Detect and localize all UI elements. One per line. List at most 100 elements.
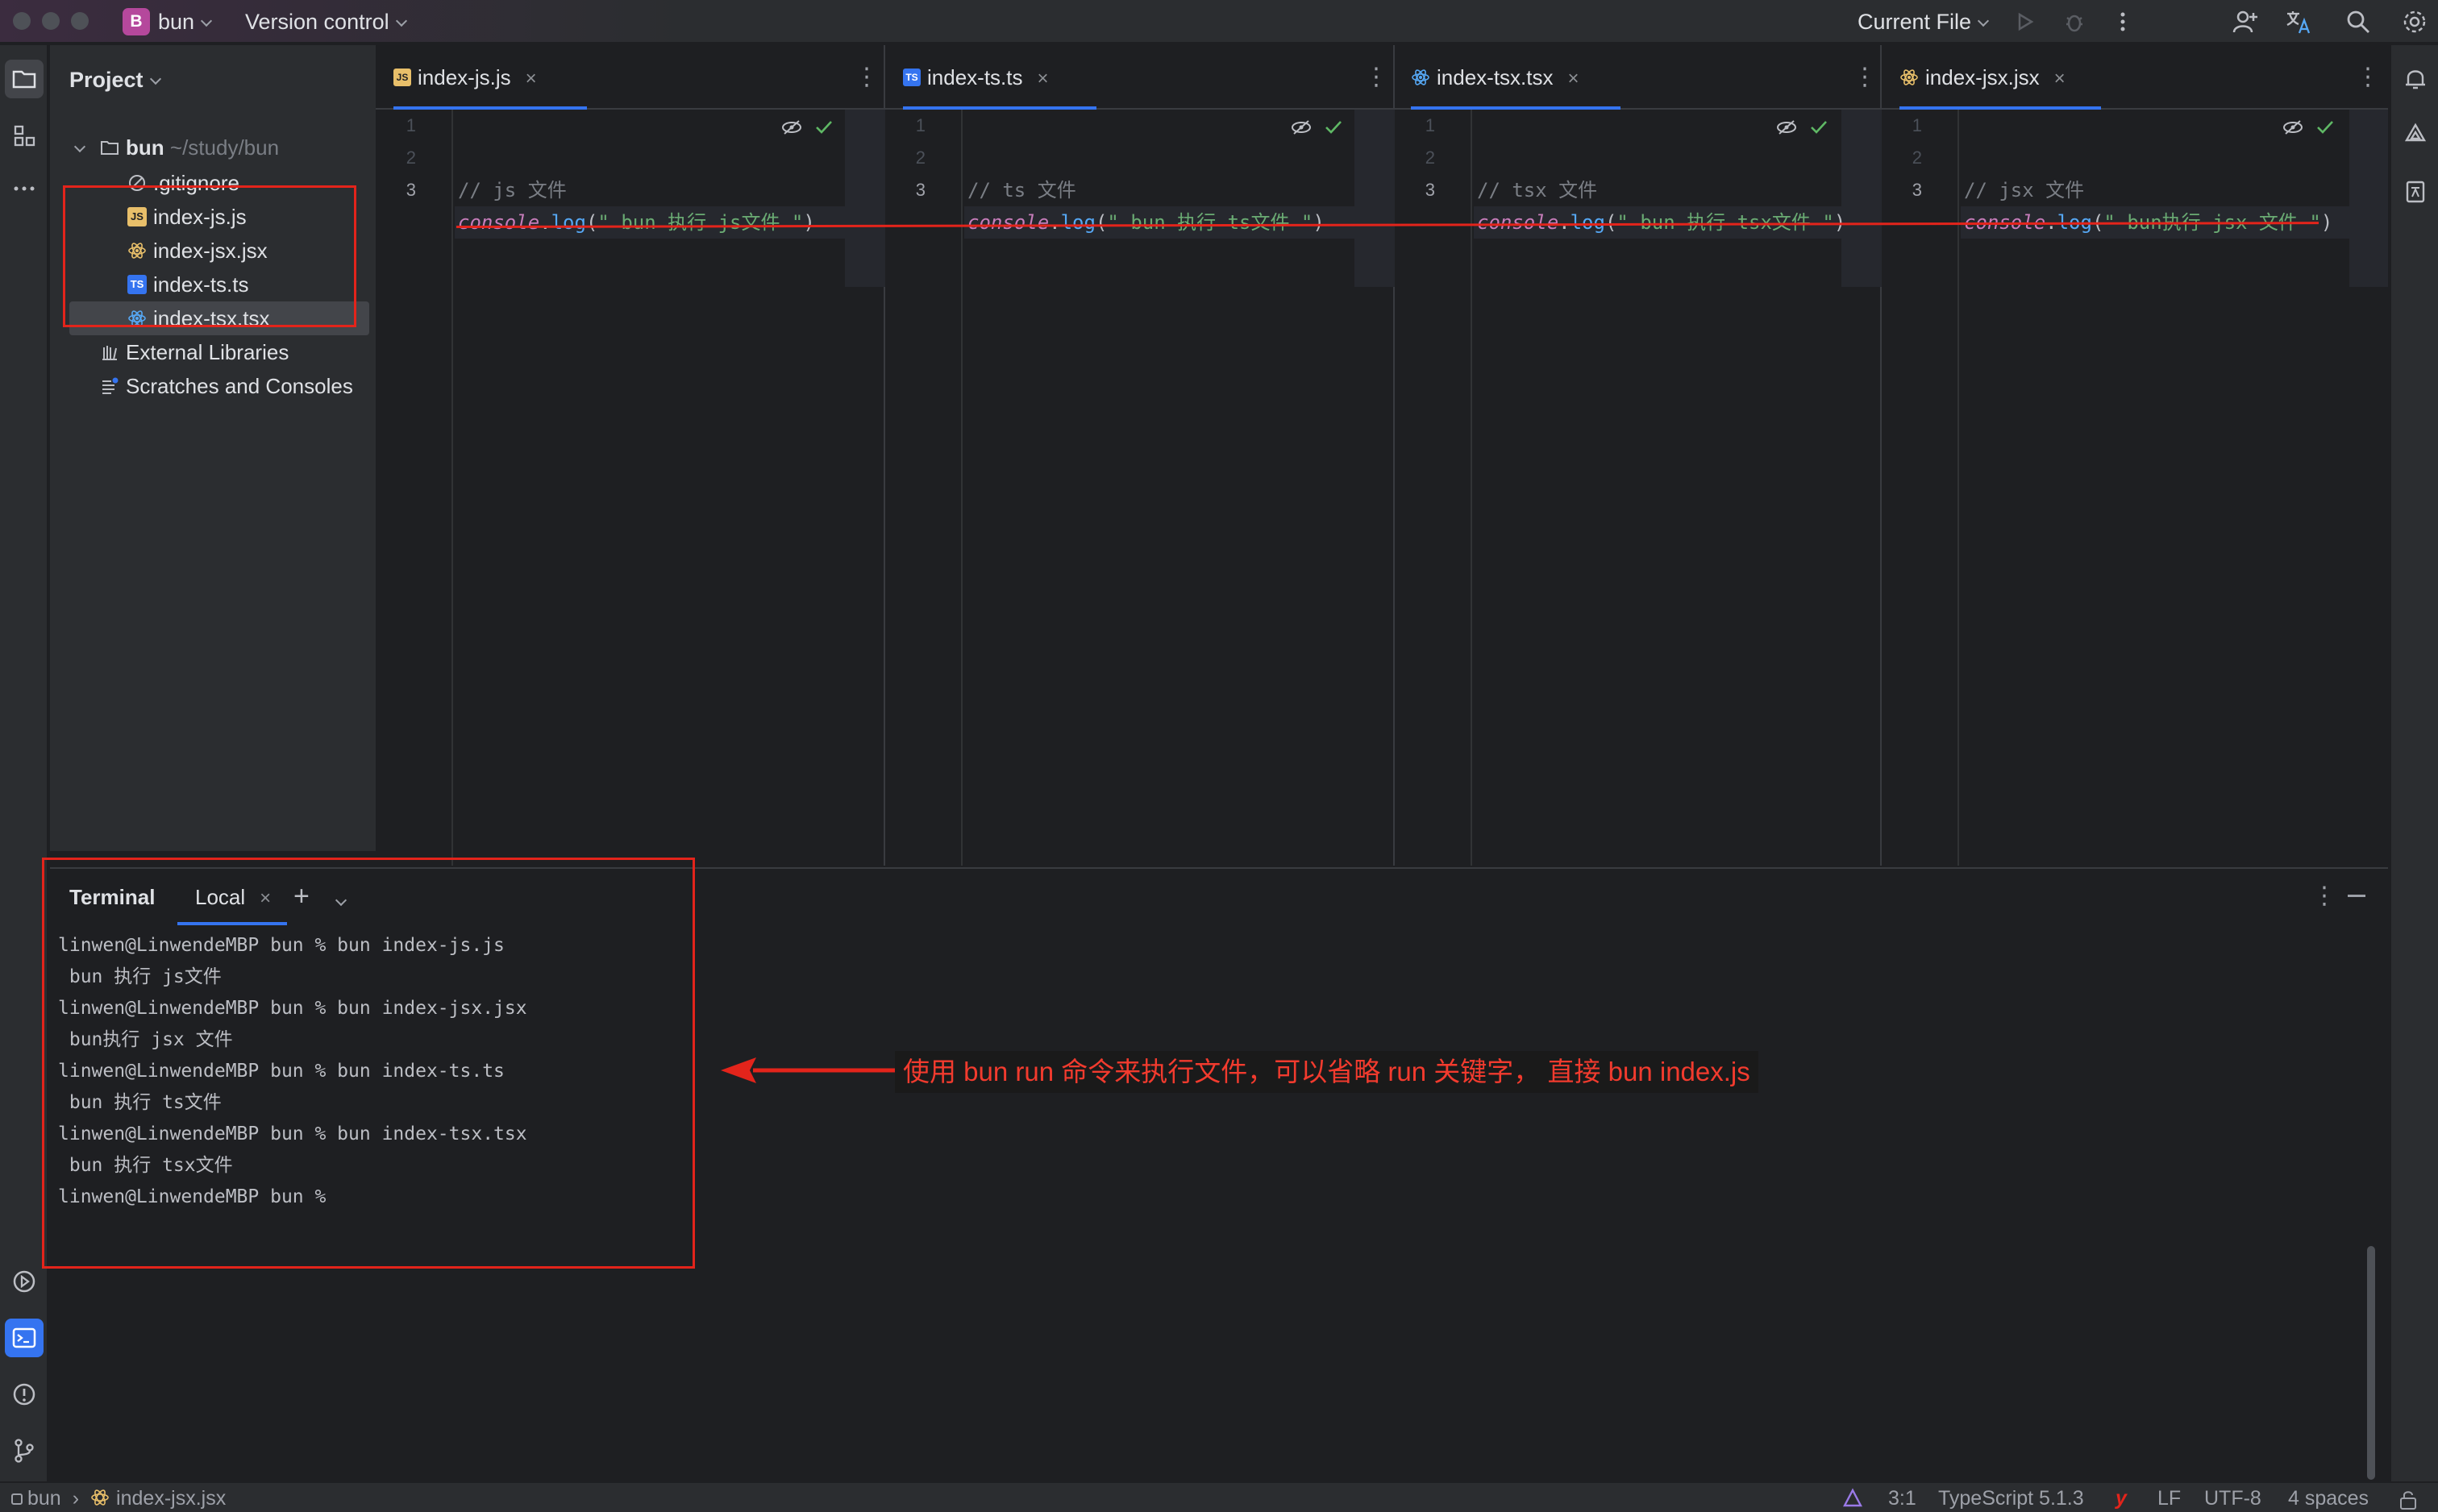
settings-gear-icon[interactable] [2401,8,2428,35]
tree-root-folder[interactable]: bun ~/study/bun [71,131,369,164]
editor-minimap[interactable] [845,110,885,287]
language-service[interactable]: TypeScript 5.1.3 [1938,1487,2084,1510]
code-line-comment: // tsx 文件 [1477,179,1598,201]
minimize-panel-icon[interactable] [2348,895,2365,897]
close-window-button[interactable] [13,12,31,30]
ai-status-icon[interactable] [1841,1488,1864,1510]
close-tab-icon[interactable]: × [525,68,537,89]
breadcrumb-separator-icon: › [72,1487,80,1510]
ai-assistant-button[interactable] [2396,116,2435,155]
add-user-icon[interactable] [2232,8,2259,35]
maximize-window-button[interactable] [71,12,89,30]
terminal-panel: Terminal Local× + ⋮ linwen@LinwendeMBP b… [50,867,2388,1481]
structure-icon [14,125,35,147]
current-line-highlight [964,206,1354,239]
minimize-window-button[interactable] [42,12,60,30]
terminal-tool-button[interactable] [5,1319,44,1357]
file-encoding[interactable]: UTF-8 [2204,1487,2261,1510]
no-problems-check-icon[interactable] [813,116,835,139]
more-horizontal-icon [14,186,35,191]
editor-tab-index-tsx[interactable]: index-tsx.tsx × [1411,45,1620,110]
line-number: 1 [915,115,926,135]
new-terminal-plus-icon[interactable]: + [293,881,310,912]
more-tools-button[interactable] [5,169,44,208]
terminal-more-icon[interactable]: ⋮ [2312,883,2336,909]
close-tab-icon[interactable]: × [2053,68,2066,89]
ts-file-icon: TS [903,69,921,87]
tree-file-index-js[interactable]: JS index-js.js [127,200,369,234]
terminal-line: bun 执行 tsx文件 [58,1155,233,1176]
run-config-selector[interactable]: Current File [1858,8,1990,35]
terminal-icon [12,1327,36,1348]
breadcrumb[interactable]: bun›index-jsx.jsx [11,1486,226,1510]
tree-scratches[interactable]: Scratches and Consoles [100,369,369,403]
editor-tab-bar [1395,45,1880,110]
version-control-menu[interactable]: Version control [245,8,407,35]
editor-tab-index-jsx[interactable]: index-jsx.jsx× [1899,45,2101,110]
notifications-button[interactable] [2396,60,2435,98]
pane-more-icon[interactable]: ⋮ [1853,63,1877,92]
structure-tool-button[interactable] [5,116,44,155]
run-icon[interactable] [2011,8,2038,35]
reader-mode-icon[interactable] [2282,116,2304,139]
translate-icon[interactable] [2285,8,2312,35]
close-tab-icon[interactable]: × [260,887,272,909]
more-actions-icon[interactable] [2109,8,2136,35]
yarn-icon[interactable]: y [2116,1487,2127,1510]
terminal-line: linwen@LinwendeMBP bun % bun index-js.js [58,935,505,956]
folder-icon [12,70,36,89]
tree-file-index-jsx[interactable]: index-jsx.jsx [127,234,369,268]
highlight-box-files [63,185,356,327]
reader-mode-icon[interactable] [1290,116,1313,139]
editor-minimap[interactable] [1354,110,1395,287]
pane-more-icon[interactable]: ⋮ [855,63,879,92]
tree-external-libraries[interactable]: External Libraries [100,335,369,369]
services-tool-button[interactable] [5,1262,44,1301]
project-switcher[interactable]: bun [158,8,213,35]
line-number-gutter: 1 2 3 [376,110,453,866]
no-problems-check-icon[interactable] [2314,116,2336,139]
problems-tool-button[interactable] [5,1375,44,1414]
editor-minimap[interactable] [2349,110,2388,287]
terminal-scrollbar[interactable] [2367,1246,2375,1480]
tree-file-gitignore[interactable]: .gitignore [127,166,369,200]
file-name: index-ts.ts [153,272,249,297]
chevron-down-icon [1977,15,1990,27]
line-ending[interactable]: LF [2157,1487,2182,1510]
ai-assistant-icon [2404,123,2427,142]
project-badge[interactable]: B [123,8,150,35]
debug-icon[interactable] [2061,8,2088,35]
scratches-icon [102,377,119,395]
spellcheck-button[interactable] [2396,172,2435,211]
close-tab-icon[interactable]: × [1567,68,1579,89]
indent-setting[interactable]: 4 spaces [2288,1487,2369,1510]
code-line-comment: // js 文件 [458,179,567,201]
left-tool-strip [0,45,48,1481]
caret-position[interactable]: 3:1 [1888,1487,1916,1510]
project-panel-header[interactable]: Project [69,68,161,93]
js-file-icon: JS [127,207,147,227]
reader-mode-icon[interactable] [780,116,803,139]
git-tool-button[interactable] [5,1431,44,1470]
line-number-gutter: 1 2 3 [1395,110,1472,866]
pane-more-icon[interactable]: ⋮ [1364,63,1388,92]
project-tool-button[interactable] [5,60,44,98]
no-problems-check-icon[interactable] [1808,116,1830,139]
terminal-output[interactable]: linwen@LinwendeMBP bun % bun index-js.js… [50,928,2356,1477]
search-icon[interactable] [2344,8,2372,35]
no-problems-check-icon[interactable] [1322,116,1345,139]
close-tab-icon[interactable]: × [1037,68,1049,89]
reader-mode-icon[interactable] [1775,116,1798,139]
terminal-tab-local[interactable]: Local× [177,869,339,925]
terminal-title: Terminal [69,885,156,909]
file-name: index-js.js [153,205,247,229]
editor-minimap[interactable] [1841,110,1882,287]
bell-icon [2406,70,2425,89]
lock-icon[interactable] [2398,1489,2419,1510]
services-icon [13,1270,35,1293]
pane-more-icon[interactable]: ⋮ [2356,63,2380,92]
tab-label: index-tsx.tsx [1437,65,1554,89]
